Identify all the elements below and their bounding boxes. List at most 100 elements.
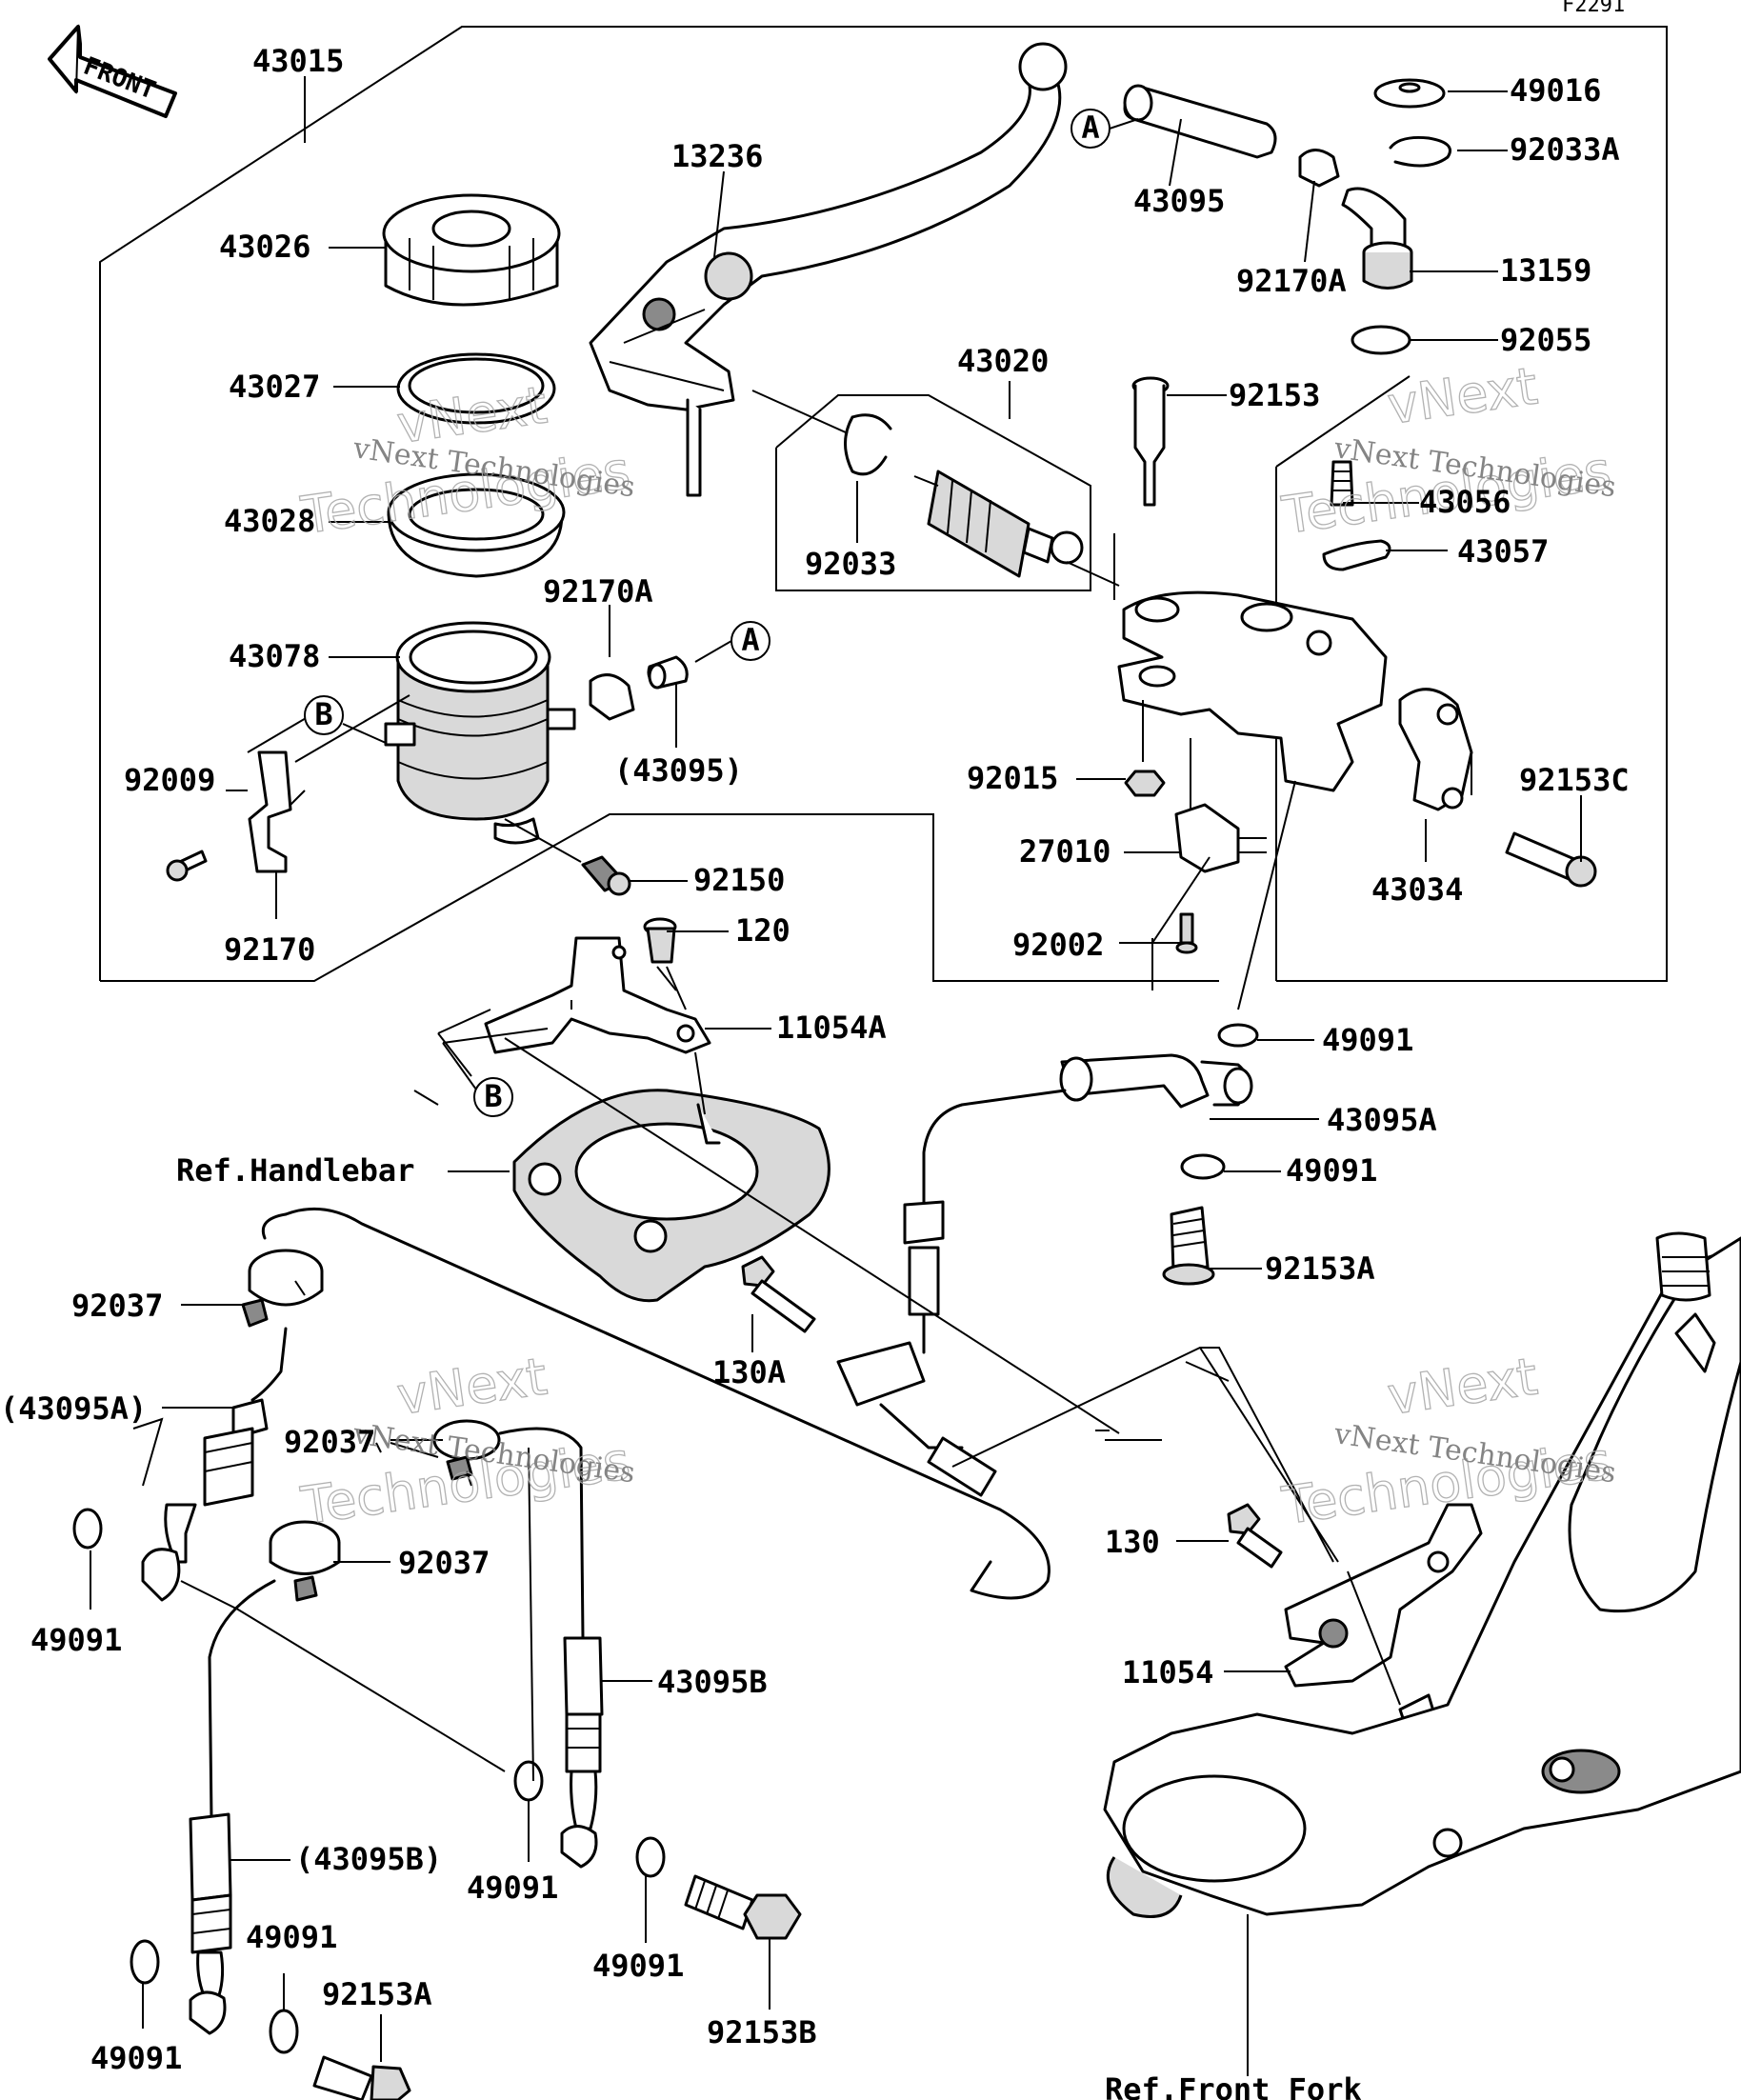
label-92009: 92009: [124, 762, 215, 798]
label-49091-c: 49091: [30, 1622, 122, 1658]
label-92033A: 92033A: [1510, 131, 1620, 168]
callout-b-bracket: [437, 1009, 491, 1077]
label-92170A-top: 92170A: [1236, 263, 1347, 299]
label-43015: 43015: [252, 43, 344, 79]
label-92055: 92055: [1500, 322, 1591, 358]
label-43095-ref: (43095): [614, 752, 743, 789]
label-11054: 11054: [1122, 1654, 1213, 1690]
front-direction-arrow: FRONT: [48, 24, 177, 118]
label-49091-d: 49091: [467, 1870, 558, 1906]
washer-49091-g: [269, 2009, 299, 2054]
washer-49016: [1373, 78, 1446, 109]
reservoir-tank: [384, 621, 576, 845]
label-43078: 43078: [229, 638, 320, 674]
bracket-11054A: [484, 936, 711, 1054]
label-130A: 130A: [712, 1354, 786, 1390]
banjo-bolt-92153B: [684, 1874, 802, 1940]
label-92153A-bot: 92153A: [322, 1976, 432, 2012]
hose-line-43095B: [498, 1427, 585, 1640]
label-92037-b: 92037: [284, 1424, 375, 1460]
label-13236: 13236: [671, 138, 763, 174]
bolt-130: [1227, 1503, 1283, 1569]
hose-line-long-b: [261, 1212, 288, 1240]
label-43056: 43056: [1419, 484, 1511, 520]
label-92037-a: 92037: [71, 1288, 163, 1324]
label-120: 120: [735, 912, 790, 949]
label-11054A: 11054A: [776, 1010, 887, 1046]
svg-text:A: A: [1081, 110, 1099, 146]
hose-stub-43095-ref: [647, 655, 689, 690]
svg-text:vNext: vNext: [1384, 356, 1541, 436]
reservoir-diaphragm: [387, 472, 566, 578]
label-13159: 13159: [1500, 252, 1591, 289]
assembly-bracket-43020: [775, 394, 1091, 591]
label-43034: 43034: [1371, 871, 1463, 908]
bleeder-cap-43057: [1322, 539, 1391, 571]
callout-b-low: B: [473, 1077, 513, 1117]
circlip-92033: [844, 413, 892, 476]
pin-92153: [1131, 376, 1170, 507]
reservoir-seal-ring: [396, 352, 556, 425]
hose-fitting-43095B-ref: [189, 1812, 232, 2035]
hose-line-center: [922, 1089, 1067, 1207]
part-labels: 43015 13236 43095 49016 92033A 43026 921…: [0, 43, 1630, 2100]
hose-fitting-13159: [1341, 187, 1413, 290]
handlebar-clamp: [512, 1089, 830, 1303]
hose-fitting-43095B: [560, 1636, 604, 1869]
washer-49091-c: [72, 1508, 103, 1550]
label-49016: 49016: [1510, 72, 1601, 109]
banjo-bolt-92153A-top: [1162, 1206, 1215, 1286]
label-49091-f: 49091: [246, 1919, 337, 1955]
label-43027: 43027: [229, 369, 320, 405]
bolt-120: [643, 917, 677, 964]
callout-b-mid: B: [304, 695, 344, 735]
screw-92009: [166, 850, 208, 882]
clamp-92170: [248, 750, 292, 873]
banjo-bolt-92153A-bottom: [312, 2055, 411, 2100]
label-92170: 92170: [224, 931, 315, 968]
reservoir-cap: [382, 193, 561, 307]
svg-text:B: B: [314, 696, 332, 732]
label-92153C: 92153C: [1519, 762, 1630, 798]
hose-clamp-92170A-mid: [589, 673, 635, 721]
washer-49091-e: [635, 1836, 666, 1878]
watermark-upper-left: vNext Technologies vNext Technologies: [296, 374, 636, 547]
label-92037-c: 92037: [398, 1545, 490, 1581]
label-43028: 43028: [224, 503, 315, 539]
label-43057: 43057: [1457, 533, 1549, 570]
washer-49091-b: [1180, 1153, 1226, 1180]
brake-lever: [589, 42, 1068, 497]
label-27010: 27010: [1019, 833, 1111, 870]
svg-text:A: A: [741, 622, 759, 658]
washer-49091-d: [513, 1760, 544, 1802]
brake-hose-43095A-upper: [1059, 1053, 1253, 1109]
oring-92055: [1351, 325, 1411, 355]
nut-92015: [1124, 770, 1166, 797]
screw-92002: [1175, 912, 1198, 954]
label-49091-b: 49091: [1286, 1152, 1377, 1189]
hose-clamp-92037-a: [241, 1249, 324, 1328]
hose-joint-center: [836, 1200, 997, 1497]
label-43095A: 43095A: [1327, 1102, 1437, 1138]
label-92002: 92002: [1012, 927, 1104, 963]
master-cylinder-body: [1117, 590, 1388, 792]
hose-line-left-b: [208, 1579, 276, 1821]
label-92153: 92153: [1229, 377, 1320, 413]
label-49091-a: 49091: [1322, 1022, 1413, 1058]
label-92015: 92015: [967, 760, 1058, 796]
svg-text:vNext: vNext: [393, 1347, 550, 1427]
bleeder-43056: [1330, 460, 1354, 507]
bolt-92153C: [1505, 831, 1597, 888]
washer-49091-f: [130, 1939, 160, 1985]
label-43026: 43026: [219, 229, 310, 265]
hose-clamp-92170A-top: [1298, 149, 1340, 188]
label-130: 130: [1105, 1524, 1160, 1560]
label-43095B-ref: (43095B): [295, 1841, 442, 1877]
hose-line-left-a: [250, 1327, 288, 1402]
label-43020: 43020: [957, 343, 1049, 379]
callout-a-mid: A: [730, 621, 770, 661]
piston-kit: [913, 470, 1084, 578]
label-43095A-ref: (43095A): [0, 1390, 147, 1427]
callout-a-top: A: [1071, 109, 1111, 149]
